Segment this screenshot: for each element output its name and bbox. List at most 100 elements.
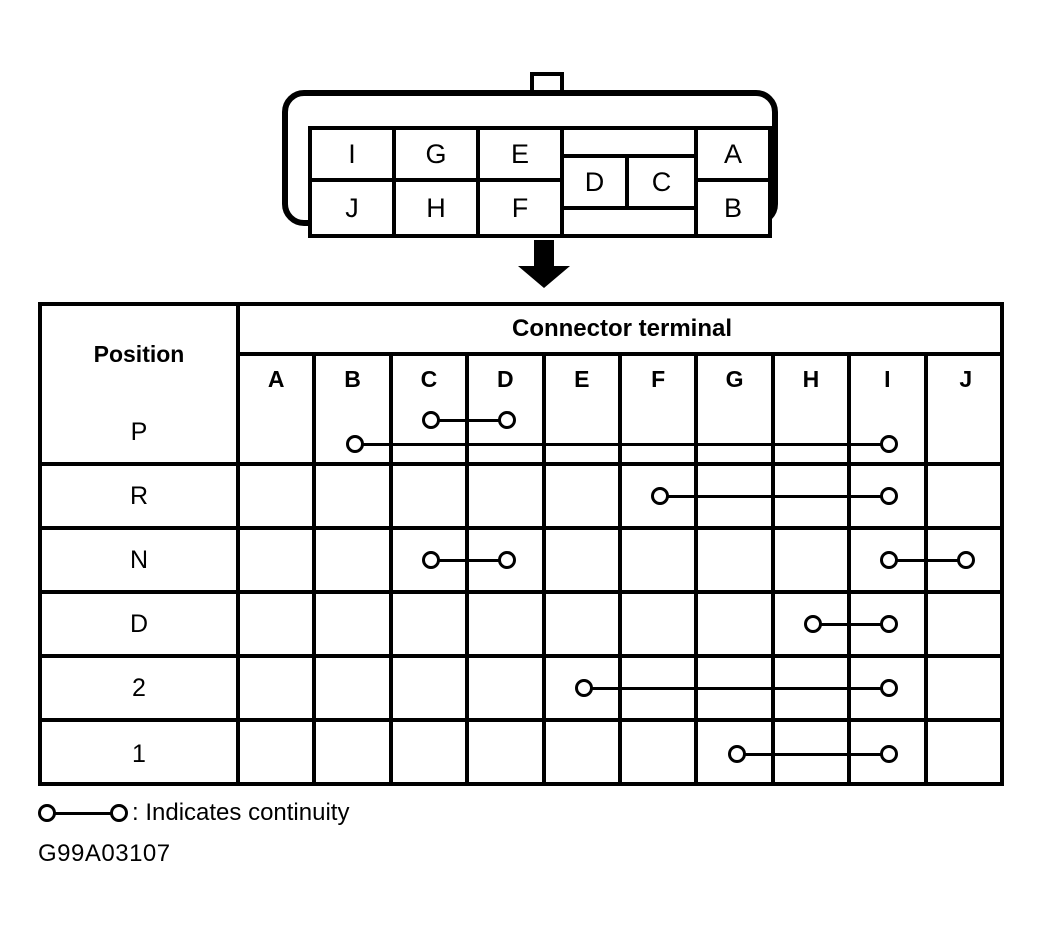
cell-2-f: [622, 658, 699, 718]
connector-pin-b: B: [723, 192, 742, 223]
terminal-header-d: D: [469, 356, 546, 402]
table-row: D: [42, 594, 1004, 658]
cell-d-j: [928, 594, 1004, 654]
terminal-header-j: J: [959, 365, 973, 392]
legend-label: : Indicates continuity: [132, 799, 350, 826]
connector-column-gh: G H: [396, 130, 480, 234]
cell-n-j: [928, 530, 1004, 590]
table-row: R: [42, 466, 1004, 530]
continuity-table: Position Connector terminal A B C D E F …: [38, 302, 1004, 786]
cell-2-c: [393, 658, 470, 718]
connector-pin-h: H: [426, 192, 446, 223]
cell-d-h: [775, 594, 852, 654]
terminal-header-g: G: [698, 356, 775, 402]
cell-1-g: [698, 722, 775, 786]
cell-1-f: [622, 722, 699, 786]
cell-d-e: [546, 594, 622, 654]
connector-shell: I J G H E F D C A B: [282, 90, 778, 238]
cell-r-b: [316, 466, 393, 526]
row-cells: [240, 530, 1004, 590]
cell-d-d: [469, 594, 546, 654]
row-label-position: 2: [42, 658, 240, 718]
row-label-position: N: [42, 530, 240, 590]
cell-p-f: [622, 402, 699, 462]
cell-n-g: [698, 530, 775, 590]
cell-d-i: [851, 594, 928, 654]
cell-r-f: [622, 466, 699, 526]
column-header-connector-terminal: Connector terminal: [240, 306, 1004, 356]
table-row: N: [42, 530, 1004, 594]
cell-p-e: [546, 402, 622, 462]
cell-r-e: [546, 466, 622, 526]
terminal-letter-headers: A B C D E F G H I J: [240, 356, 1004, 402]
cell-2-i: [851, 658, 928, 718]
cell-2-b: [316, 658, 393, 718]
cell-1-j: [928, 722, 1004, 786]
table-row: 2: [42, 658, 1004, 722]
cell-1-i: [851, 722, 928, 786]
cell-r-a: [240, 466, 317, 526]
cell-1-d: [469, 722, 546, 786]
connector-blank-strip-top: [564, 130, 694, 158]
terminal-header-e: E: [546, 356, 622, 402]
cell-d-f: [622, 594, 699, 654]
cell-r-i: [851, 466, 928, 526]
cell-r-g: [698, 466, 775, 526]
connector-diagram: I J G H E F D C A B: [278, 72, 782, 240]
cell-2-g: [698, 658, 775, 718]
cell-1-b: [316, 722, 393, 786]
row-cells: [240, 722, 1004, 786]
cell-r-j: [928, 466, 1004, 526]
cell-1-e: [546, 722, 622, 786]
connector-column-ef: E F: [480, 130, 564, 234]
cell-r-d: [469, 466, 546, 526]
figure-id: G99A03107: [38, 840, 171, 867]
cell-d-b: [316, 594, 393, 654]
connector-column-ab: A B: [698, 130, 768, 234]
cell-p-j: [928, 402, 1004, 462]
terminal-header-f: F: [622, 356, 699, 402]
table-row: 1: [42, 722, 1004, 786]
connector-column-dc: D C: [564, 130, 698, 234]
cell-p-i: [851, 402, 928, 462]
cell-p-g: [698, 402, 775, 462]
connector-pin-i: I: [312, 130, 392, 182]
cell-2-e: [546, 658, 622, 718]
terminal-header-b: B: [316, 356, 393, 402]
cell-n-e: [546, 530, 622, 590]
row-cells: [240, 658, 1004, 718]
connector-pin-c: C: [651, 166, 672, 197]
cell-p-h: [775, 402, 852, 462]
row-label-position: 1: [42, 722, 240, 786]
connector-pin-j: J: [345, 192, 359, 223]
cell-n-c: [393, 530, 470, 590]
legend: : Indicates continuity: [38, 796, 349, 830]
row-cells: [240, 402, 1004, 462]
connector-pin-f: F: [511, 192, 529, 223]
row-label-position: R: [42, 466, 240, 526]
cell-d-c: [393, 594, 470, 654]
connector-blank-strip-bottom: [564, 206, 694, 234]
cell-1-h: [775, 722, 852, 786]
cell-n-a: [240, 530, 317, 590]
terminal-header-a: A: [240, 356, 317, 402]
column-header-position: Position: [42, 306, 240, 402]
row-cells: [240, 594, 1004, 654]
connector-pin-g: G: [396, 130, 476, 182]
cell-p-c: [393, 402, 470, 462]
connector-center-band: D C: [564, 158, 694, 206]
cell-n-f: [622, 530, 699, 590]
cell-d-a: [240, 594, 317, 654]
table-row: P: [42, 402, 1004, 466]
table-header: Position Connector terminal A B C D E F …: [42, 306, 1004, 402]
connector-pin-d: D: [564, 158, 629, 206]
cell-1-a: [240, 722, 317, 786]
cell-1-c: [393, 722, 470, 786]
cell-p-d: [469, 402, 546, 462]
cell-p-b: [316, 402, 393, 462]
cell-n-h: [775, 530, 852, 590]
cell-2-a: [240, 658, 317, 718]
cell-n-d: [469, 530, 546, 590]
down-arrow-icon: [508, 240, 580, 288]
